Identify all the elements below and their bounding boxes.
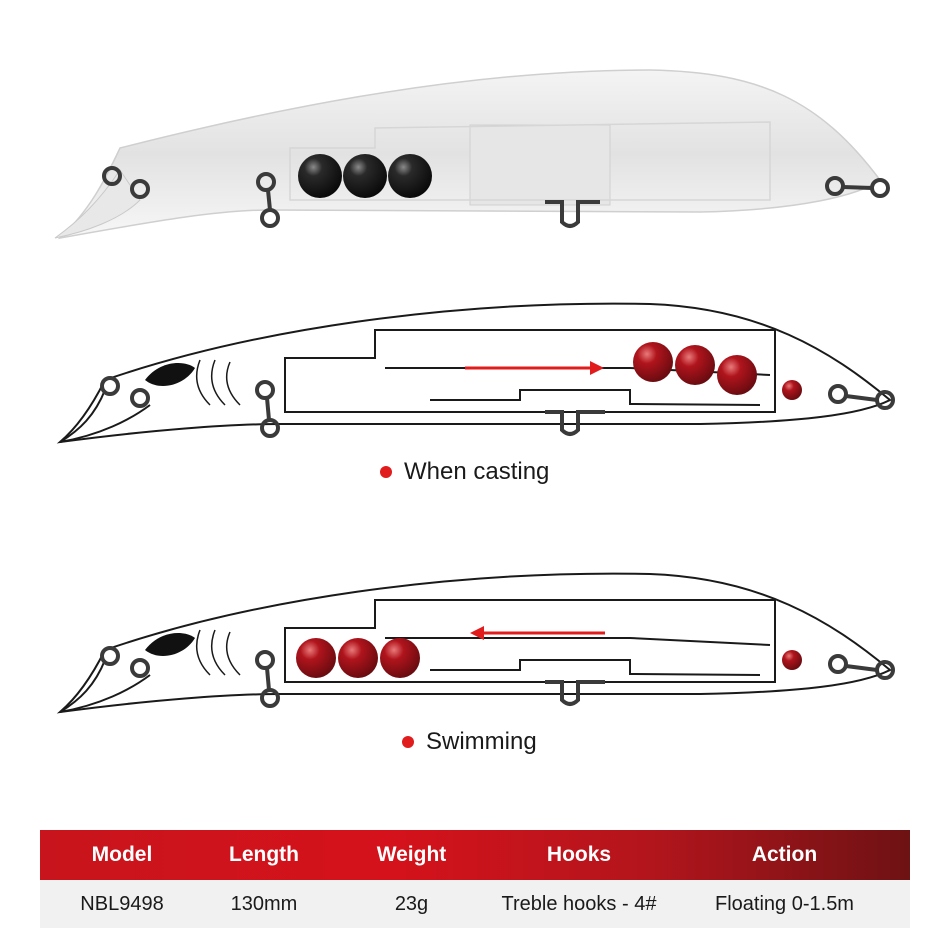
red-dot-icon	[380, 466, 392, 478]
red-ball	[675, 345, 715, 385]
tail-eye-icon	[825, 176, 890, 198]
arrow-head	[470, 626, 484, 640]
small-red-ball	[782, 380, 802, 400]
header-length: Length	[229, 843, 299, 866]
tail-eye-icon	[828, 384, 895, 410]
small-red-ball	[782, 650, 802, 670]
casting-caption-text: When casting	[404, 458, 550, 485]
spec-table: Model Length Weight Hooks Action NBL9498…	[40, 830, 910, 928]
belly-hook-eye-icon	[545, 680, 605, 706]
cell-action: Floating 0-1.5m	[715, 892, 854, 915]
hook-eye-icon	[255, 650, 280, 708]
inner-channel	[385, 637, 771, 676]
lure-lip-outline	[59, 389, 151, 443]
cell-weight: 23g	[394, 892, 429, 915]
gill-lines	[195, 359, 241, 406]
black-ball	[298, 154, 342, 198]
lure-eye	[145, 363, 195, 387]
red-ball	[717, 355, 757, 395]
header-weight: Weight	[376, 843, 447, 866]
lure-lip	[54, 169, 141, 239]
line-tie-icon	[102, 166, 150, 199]
cell-length: 130mm	[230, 892, 298, 915]
header-model: Model	[91, 843, 153, 866]
header-action: Action	[751, 843, 818, 866]
tail-eye-icon	[828, 654, 895, 680]
black-ball	[343, 154, 387, 198]
table-row: NBL9498 130mm 23g Treble hooks - 4# Floa…	[40, 880, 910, 928]
swimming-diagram	[56, 572, 895, 714]
cell-hooks: Treble hooks - 4#	[501, 892, 657, 915]
spec-table-header: Model Length Weight Hooks Action	[40, 830, 910, 880]
weight-chamber	[469, 124, 611, 206]
red-ball	[380, 638, 420, 678]
inner-frame	[284, 599, 776, 683]
swimming-caption-text: Swimming	[426, 728, 537, 755]
line-tie-icon	[100, 646, 150, 678]
inner-frame	[284, 329, 776, 413]
red-ball	[338, 638, 378, 678]
red-ball	[296, 638, 336, 678]
casting-caption: When casting	[380, 458, 549, 486]
clear-lure-photo	[54, 69, 890, 240]
red-ball	[633, 342, 673, 382]
hook-eye-icon	[256, 172, 280, 228]
lure-lip-outline	[59, 659, 151, 713]
belly-hook-eye-icon	[545, 410, 605, 436]
black-ball	[388, 154, 432, 198]
cell-model: NBL9498	[80, 892, 164, 915]
gill-lines	[195, 629, 241, 676]
red-dot-icon	[402, 736, 414, 748]
belly-hook-eye-icon	[545, 200, 600, 228]
casting-diagram	[56, 302, 895, 444]
lure-eye	[145, 633, 195, 657]
hook-eye-icon	[255, 380, 280, 438]
inner-frame	[289, 121, 771, 201]
arrow-head	[590, 361, 604, 375]
header-hooks: Hooks	[546, 843, 612, 866]
line-tie-icon	[100, 376, 150, 408]
swimming-caption: Swimming	[402, 728, 537, 756]
